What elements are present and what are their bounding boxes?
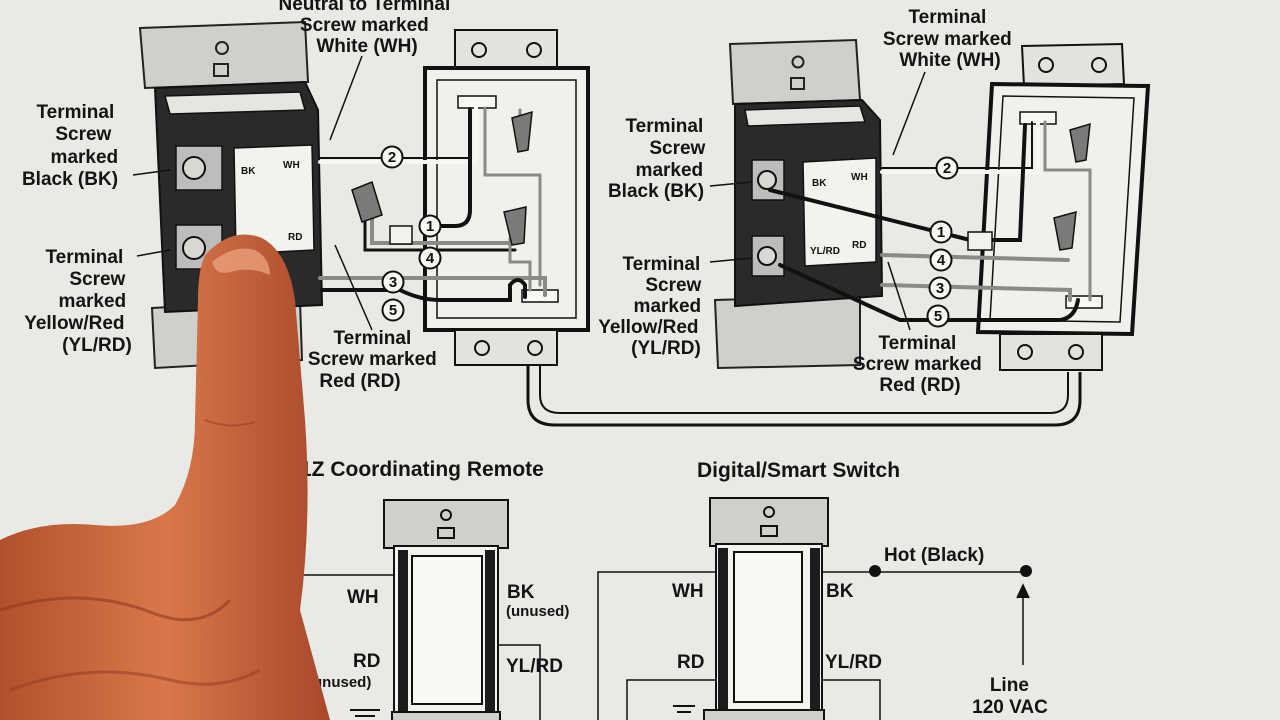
left-wire-number-4: 4 bbox=[418, 246, 442, 270]
line-voltage-label: Line 120 VAC bbox=[972, 675, 1048, 718]
svg-text:4: 4 bbox=[937, 252, 946, 269]
left-wire-number-1: 1 bbox=[418, 214, 442, 238]
right-wire-nut-2 bbox=[1053, 210, 1077, 251]
right-switch-body: BK WH YL/RD RD bbox=[734, 98, 884, 308]
left-yellow-red-callout: Terminal Screw marked Yellow/Red (YL/RD) bbox=[24, 247, 132, 356]
traveler-conduit bbox=[526, 365, 1082, 427]
left-black-callout: Terminal Screw marked Black (BK) bbox=[22, 102, 123, 190]
left-switch-top-plate bbox=[138, 20, 310, 90]
svg-text:5: 5 bbox=[389, 302, 397, 319]
remote-bk-note: (unused) bbox=[506, 603, 569, 620]
left-wire-number-5: 5 bbox=[381, 298, 405, 322]
coordinating-remote-title: 1Z Coordinating Remote bbox=[300, 458, 544, 481]
right-black-callout: Terminal Screw marked Black (BK) bbox=[608, 116, 711, 202]
svg-text:3: 3 bbox=[389, 274, 397, 291]
right-wire-number-2: 2 bbox=[935, 156, 959, 180]
right-wiring-diagram: BK WH YL/RD RD bbox=[598, 7, 1151, 396]
right-black-terminal-screw bbox=[757, 170, 777, 190]
svg-text:1: 1 bbox=[426, 218, 434, 235]
right-wh-label: WH bbox=[851, 172, 868, 183]
remote-paddle bbox=[411, 555, 483, 705]
right-wire-number-3: 3 bbox=[928, 276, 952, 300]
svg-text:1: 1 bbox=[937, 224, 945, 241]
hot-terminal-dot bbox=[869, 565, 881, 577]
remote-rd-label: RD bbox=[353, 651, 380, 672]
left-wh-label: WH bbox=[283, 160, 300, 171]
right-wall-box bbox=[975, 42, 1151, 371]
left-wire-nut-1 bbox=[511, 110, 533, 153]
smart-switch-wh-label: WH bbox=[672, 581, 704, 602]
right-red-callout: Terminal Screw marked Red (RD) bbox=[853, 333, 987, 396]
left-rd-label: RD bbox=[288, 232, 302, 243]
svg-text:3: 3 bbox=[936, 280, 944, 297]
smart-switch-ylrd-label: YL/RD bbox=[825, 652, 882, 673]
svg-text:4: 4 bbox=[426, 250, 435, 267]
remote-rd-note: (unused) bbox=[308, 674, 371, 691]
right-rd-label: RD bbox=[852, 240, 866, 251]
hot-black-label: Hot (Black) bbox=[884, 545, 984, 566]
right-ylrd-label: YL/RD bbox=[810, 246, 840, 257]
left-neutral-callout: Neutral to Terminal Screw marked White (… bbox=[278, 0, 455, 57]
right-wire-connector bbox=[967, 231, 993, 251]
right-bk-label: BK bbox=[812, 178, 827, 189]
left-black-terminal-screw bbox=[182, 156, 206, 180]
right-yellow-red-terminal-screw bbox=[757, 246, 777, 266]
smart-switch-diagram: Digital/Smart Switch WH BK RD YL/RD Hot … bbox=[597, 459, 1048, 720]
left-wire-nut-3 bbox=[351, 180, 383, 223]
right-switch-top-plate bbox=[728, 38, 862, 106]
remote-ylrd-label: YL/RD bbox=[506, 656, 563, 677]
line-terminal-dot bbox=[1020, 565, 1032, 577]
left-red-callout: Terminal Screw marked Red (RD) bbox=[308, 328, 442, 392]
right-wire-number-4: 4 bbox=[929, 248, 953, 272]
smart-switch-paddle bbox=[733, 551, 803, 703]
smart-switch-rd-label: RD bbox=[677, 652, 704, 673]
left-wiring-diagram: BK WH RD bbox=[22, 0, 1082, 427]
left-switch-body: BK WH RD bbox=[153, 80, 324, 314]
right-white-callout: Terminal Screw marked White (WH) bbox=[883, 7, 1017, 71]
left-wire-number-2: 2 bbox=[380, 145, 404, 169]
remote-bk-label: BK bbox=[507, 582, 535, 603]
svg-text:2: 2 bbox=[943, 160, 951, 177]
coordinating-remote-diagram: 1Z Coordinating Remote WH BK (unused) RD… bbox=[300, 458, 569, 720]
left-wall-box bbox=[423, 29, 590, 366]
left-wire-connector bbox=[389, 225, 413, 245]
right-wires bbox=[768, 120, 1092, 322]
smart-switch-title: Digital/Smart Switch bbox=[697, 459, 900, 482]
pointing-hand bbox=[0, 234, 330, 720]
right-wire-number-1: 1 bbox=[929, 220, 953, 244]
right-wire-number-5: 5 bbox=[926, 304, 950, 328]
left-bk-label: BK bbox=[241, 166, 256, 177]
left-yellow-red-terminal-screw bbox=[182, 236, 206, 260]
left-wire-number-3: 3 bbox=[381, 270, 405, 294]
left-wire-nut-2 bbox=[503, 206, 527, 246]
right-yellow-red-callout: Terminal Screw marked Yellow/Red (YL/RD) bbox=[598, 254, 706, 359]
smart-switch-bk-label: BK bbox=[826, 581, 854, 602]
right-wire-nut-1 bbox=[1069, 122, 1091, 163]
svg-text:2: 2 bbox=[388, 149, 396, 166]
remote-wh-label: WH bbox=[347, 587, 379, 608]
svg-text:5: 5 bbox=[934, 308, 942, 325]
